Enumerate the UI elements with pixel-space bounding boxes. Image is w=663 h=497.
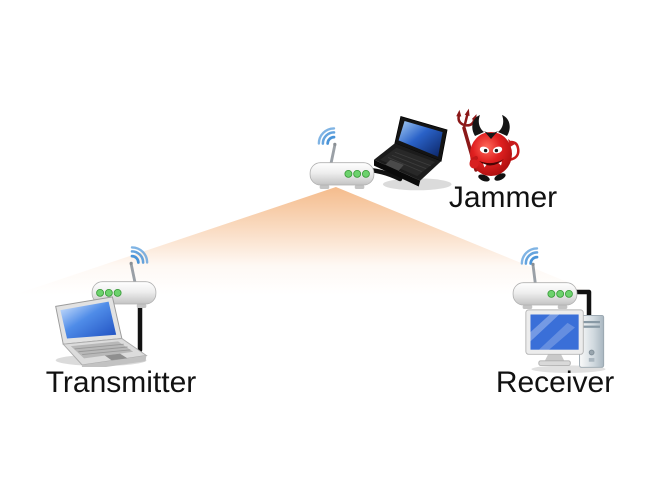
jammer-router-icon: [302, 126, 382, 193]
router-leds: [344, 169, 370, 178]
receiver-label: Receiver: [495, 366, 615, 399]
wifi-arcs-icon: [520, 247, 539, 265]
receiver-router-icon: [505, 246, 585, 313]
wifi-arcs-icon: [317, 127, 336, 145]
receiver-desktop-icon: [524, 306, 612, 373]
transmitter-label: Transmitter: [45, 366, 197, 399]
transmitter-laptop-icon: [50, 293, 154, 371]
devil-icon: [450, 108, 520, 196]
jammer-laptop-icon: [372, 112, 456, 194]
jammer-label: Jammer: [448, 181, 558, 214]
devil-tail: [508, 140, 520, 162]
computer-monitor: [525, 309, 584, 366]
router-leds: [96, 288, 122, 297]
wifi-arcs-icon: [130, 246, 149, 264]
router-leds: [547, 289, 573, 298]
